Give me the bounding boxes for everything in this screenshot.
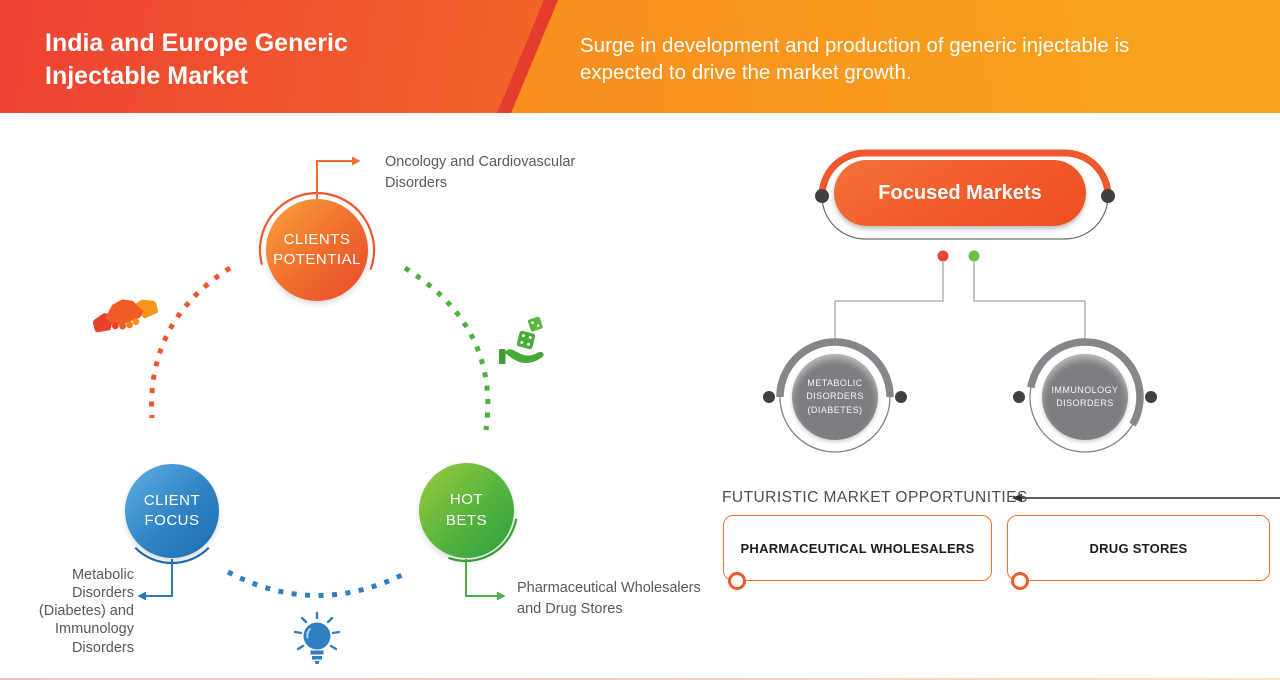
node-clients-potential: CLIENTS POTENTIAL: [266, 199, 368, 301]
green-dot: [968, 250, 980, 262]
opportunity-card-wholesalers-label: PHARMACEUTICAL WHOLESALERS: [740, 540, 975, 556]
banner-right-panel: [511, 0, 1280, 113]
lightbulb-icon: [293, 611, 341, 664]
callout-clients-potential: Oncology and Cardiovascular Disorders: [385, 154, 576, 192]
header-banner: India and Europe Generic Injectable Mark…: [0, 0, 1280, 113]
node-hot-bets-label: HOT BETS: [445, 491, 488, 529]
node-hot-bets: HOT BETS: [419, 463, 514, 558]
corner-ring-wholesalers: [728, 572, 746, 590]
hand-dice-icon: [499, 316, 544, 364]
dotted-arc-blue: [226, 569, 406, 598]
tree-connectors: [834, 250, 1086, 342]
corner-ring-drugstores: [1011, 572, 1029, 590]
opportunities-arrow: [1012, 493, 1280, 503]
red-dot: [937, 250, 949, 262]
page-subtitle: Surge in development and production of g…: [580, 34, 1130, 84]
node-client-focus-label: CLIENT FOCUS: [143, 491, 201, 529]
node-clients-potential-label: CLIENTS POTENTIAL: [273, 230, 361, 268]
dotted-arc-green: [403, 265, 491, 431]
page-title: India and Europe Generic Injectable Mark…: [45, 29, 348, 90]
market-node-metabolic-label: METABOLIC DISORDERS (DIABETES): [806, 377, 864, 415]
handshake-icon: [93, 299, 158, 333]
opportunity-card-drugstores: DRUG STORES: [1007, 515, 1270, 581]
market-node-immunology-label: IMMUNOLOGY DISORDERS: [1051, 384, 1119, 409]
bottom-border: [0, 677, 1280, 680]
dotted-arc-orange: [149, 265, 232, 419]
focused-markets-pill: Focused Markets: [834, 160, 1086, 226]
callout-hot-bets: Pharmaceutical Wholesalers and Drug Stor…: [517, 580, 701, 618]
focused-markets-title: Focused Markets: [878, 181, 1042, 204]
callout-client-focus: Metabolic Disorders (Diabetes) and Immun…: [38, 567, 134, 656]
market-node-immunology: IMMUNOLOGY DISORDERS: [1042, 354, 1128, 440]
node-client-focus: CLIENT FOCUS: [125, 464, 219, 558]
opportunity-card-wholesalers: PHARMACEUTICAL WHOLESALERS: [723, 515, 992, 581]
opportunities-title: FUTURISTIC MARKET OPPORTUNITIES: [722, 489, 1028, 506]
market-node-metabolic: METABOLIC DISORDERS (DIABETES): [792, 354, 878, 440]
opportunity-card-drugstores-label: DRUG STORES: [1089, 540, 1188, 556]
